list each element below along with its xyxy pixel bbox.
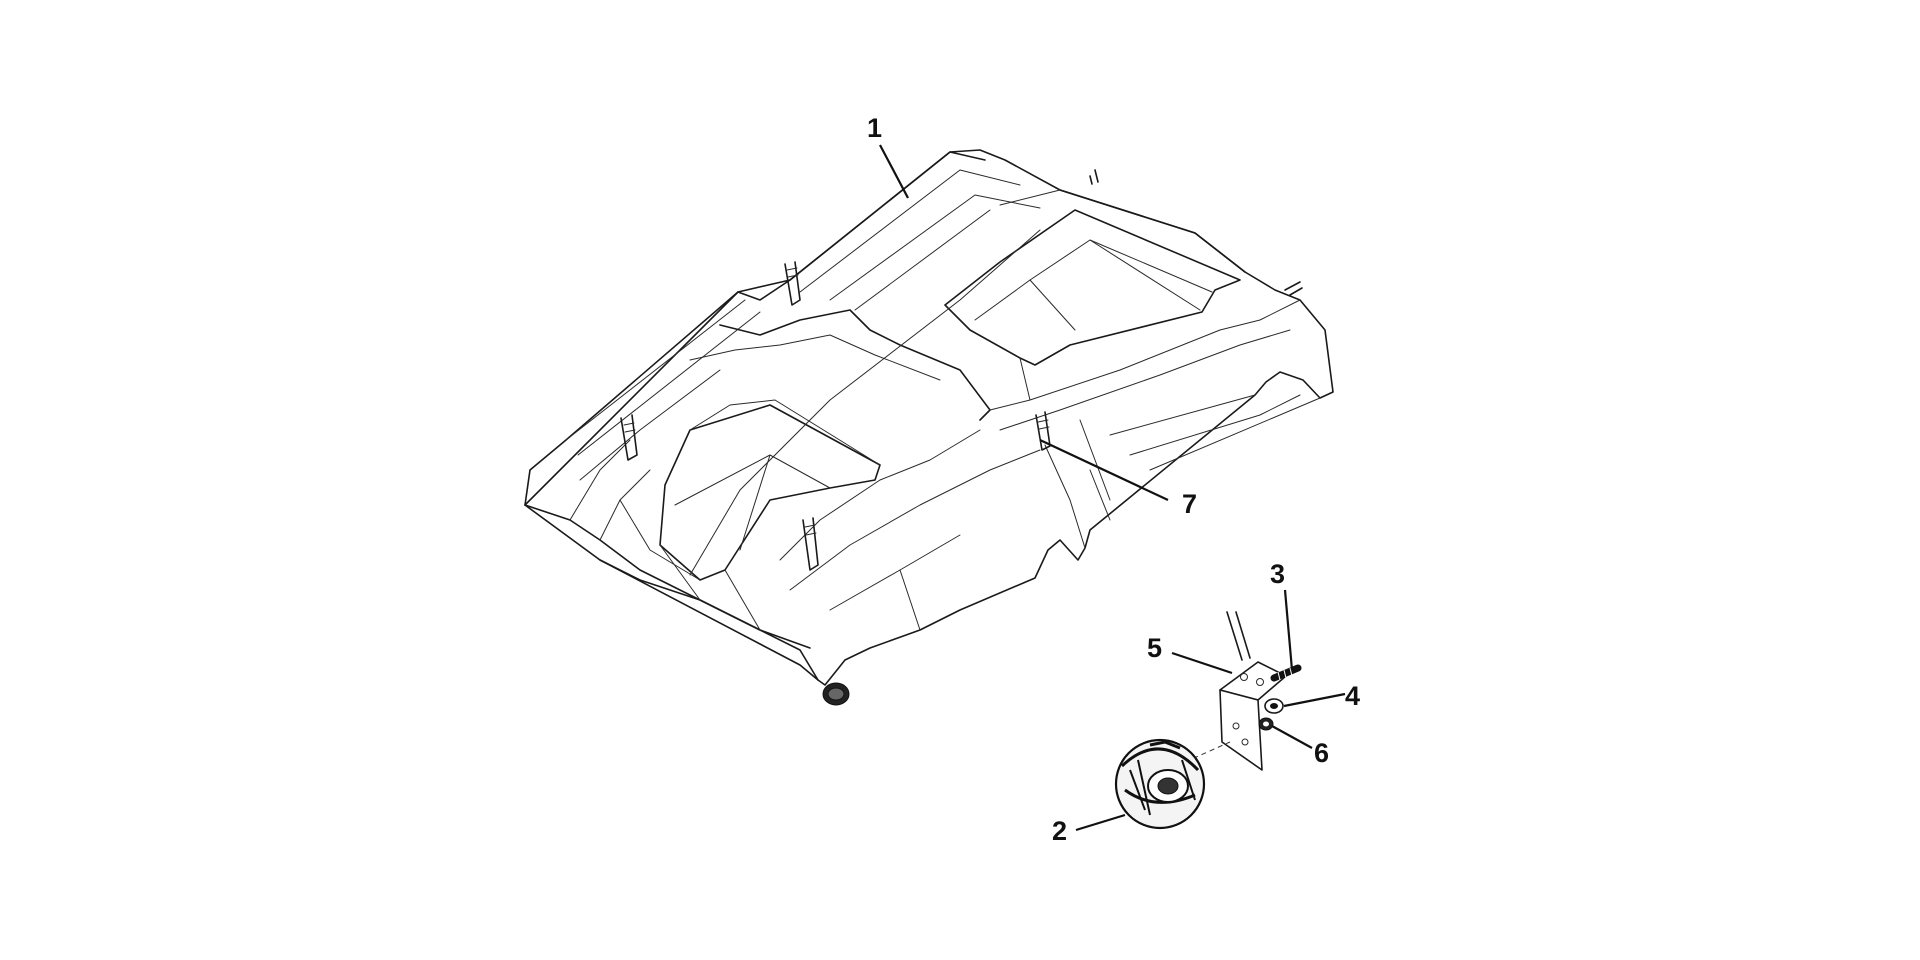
- leader-4: [1283, 692, 1346, 708]
- bolt: [1270, 664, 1302, 682]
- callout-4: 4: [1345, 681, 1360, 711]
- fastener-top: [1089, 169, 1099, 185]
- leader-1: [879, 144, 909, 199]
- mounting-clip-top: [784, 261, 801, 306]
- washer: [1264, 698, 1284, 714]
- leader-2: [1075, 813, 1126, 832]
- callout-2: 2: [1052, 816, 1067, 846]
- leader-5: [1171, 651, 1233, 675]
- callout-5: 5: [1147, 633, 1162, 663]
- callout-7: 7: [1182, 489, 1197, 519]
- mounting-clip-right: [1035, 411, 1051, 451]
- callout-labels: 1 2 3 4 5 6 7: [867, 113, 1360, 846]
- leader-3: [1283, 589, 1294, 671]
- mounting-clip-left: [620, 414, 638, 461]
- callout-1: 1: [867, 113, 882, 143]
- mounting-clip-front: [802, 517, 819, 571]
- callout-3: 3: [1270, 559, 1285, 589]
- leader-7: [1039, 439, 1169, 501]
- nose-lamp: [822, 682, 850, 706]
- headlamp: [1114, 738, 1206, 830]
- fastener-right: [1284, 281, 1303, 296]
- leader-6: [1271, 725, 1313, 749]
- callout-leaders: [879, 144, 1346, 832]
- nut: [1258, 717, 1274, 731]
- hood-body: [524, 149, 1334, 706]
- callout-6: 6: [1314, 738, 1329, 768]
- headlight-assembly: [1114, 611, 1302, 830]
